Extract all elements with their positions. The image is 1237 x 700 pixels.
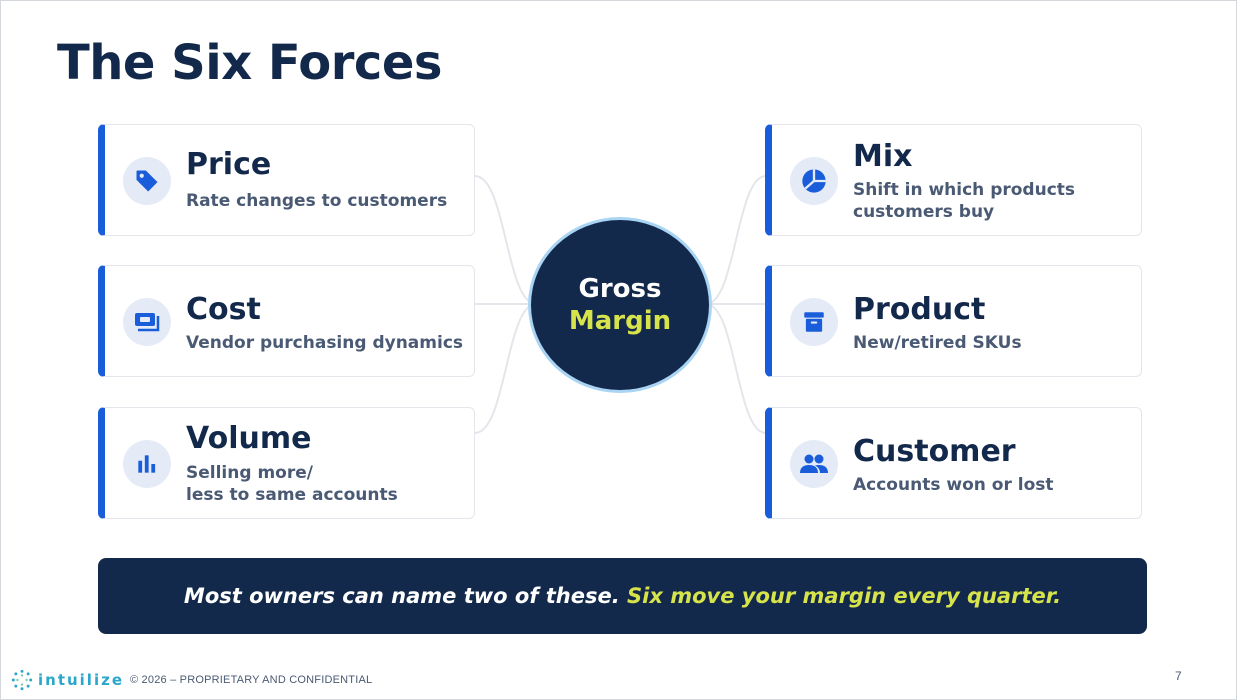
- copyright-text: © 2026 – PROPRIETARY AND CONFIDENTIAL: [130, 674, 373, 686]
- force-card-product: Product New/retired SKUs: [765, 265, 1142, 377]
- force-title: Cost: [186, 292, 261, 327]
- bar-chart-icon: [123, 440, 171, 488]
- force-title: Product: [853, 292, 986, 327]
- archive-box-icon: [790, 298, 838, 346]
- intuilize-logo-icon: [11, 669, 33, 691]
- slide-title: The Six Forces: [57, 35, 442, 91]
- connector-price: [474, 175, 537, 305]
- force-description: Accounts won or lost: [853, 475, 1054, 495]
- force-title: Price: [186, 147, 272, 182]
- force-card-volume: Volume Selling more/ less to same accoun…: [98, 407, 475, 519]
- force-description: Shift in which products customers buy: [853, 180, 1076, 222]
- force-description: Vendor purchasing dynamics: [186, 333, 464, 353]
- page-number: 7: [1175, 669, 1182, 683]
- force-card-mix: Mix Shift in which products customers bu…: [765, 124, 1142, 236]
- force-description: Rate changes to customers: [186, 191, 448, 211]
- pie-chart-icon: [790, 157, 838, 205]
- force-title: Volume: [186, 421, 312, 456]
- force-card-customer: Customer Accounts won or lost: [765, 407, 1142, 519]
- money-stack-icon: [123, 298, 171, 346]
- banner-text-part2: Six move your margin every quarter.: [627, 584, 1062, 608]
- callout-banner: Most owners can name two of these. Six m…: [98, 558, 1147, 634]
- gross-margin-circle: Gross Margin: [528, 217, 712, 393]
- footer: intuilize © 2026 – PROPRIETARY AND CONFI…: [11, 669, 372, 691]
- force-card-price: Price Rate changes to customers: [98, 124, 475, 236]
- force-card-cost: Cost Vendor purchasing dynamics: [98, 265, 475, 377]
- connector-volume: [474, 303, 537, 434]
- center-label-line1: Gross: [578, 274, 662, 304]
- force-description: New/retired SKUs: [853, 333, 1022, 353]
- connector-customer: [705, 303, 767, 434]
- banner-text: Most owners can name two of these. Six m…: [184, 584, 1061, 608]
- force-title: Mix: [853, 139, 913, 174]
- price-tag-icon: [123, 157, 171, 205]
- connector-mix: [705, 175, 767, 305]
- logo-wordmark: intuilize: [38, 671, 124, 689]
- force-description: Selling more/ less to same accounts: [186, 463, 398, 505]
- banner-text-part1: Most owners can name two of these.: [183, 584, 620, 608]
- force-title: Customer: [853, 434, 1016, 469]
- people-icon: [790, 440, 838, 488]
- center-label-line2: Margin: [568, 306, 672, 336]
